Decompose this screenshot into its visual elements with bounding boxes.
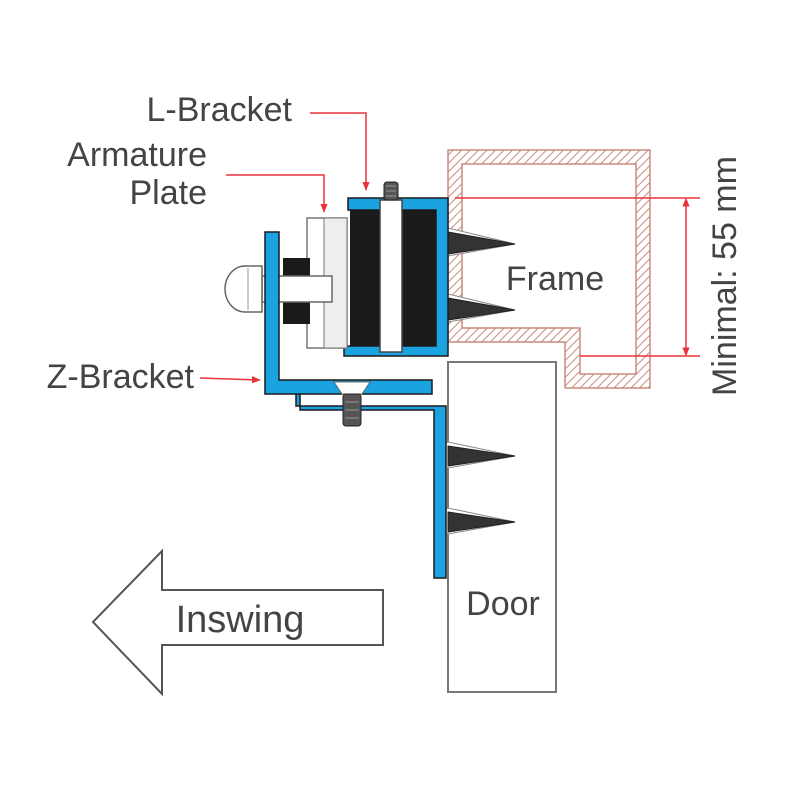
label-armature-line1: Armature bbox=[67, 136, 207, 174]
label-door: Door bbox=[466, 585, 540, 623]
leader-lines bbox=[199, 112, 370, 384]
dimension-indicator bbox=[455, 197, 700, 357]
label-l-bracket: L-Bracket bbox=[147, 91, 293, 129]
label-frame: Frame bbox=[506, 260, 604, 298]
z-bracket-screw bbox=[333, 381, 371, 427]
label-z-bracket: Z-Bracket bbox=[47, 358, 195, 396]
magnet-body bbox=[350, 181, 436, 353]
label-dimension: Minimal: 55 mm bbox=[706, 156, 744, 396]
z-bracket bbox=[264, 231, 447, 579]
label-armature-line2: Plate bbox=[130, 174, 208, 212]
label-inswing: Inswing bbox=[176, 599, 305, 641]
inswing-arrow bbox=[91, 548, 384, 697]
